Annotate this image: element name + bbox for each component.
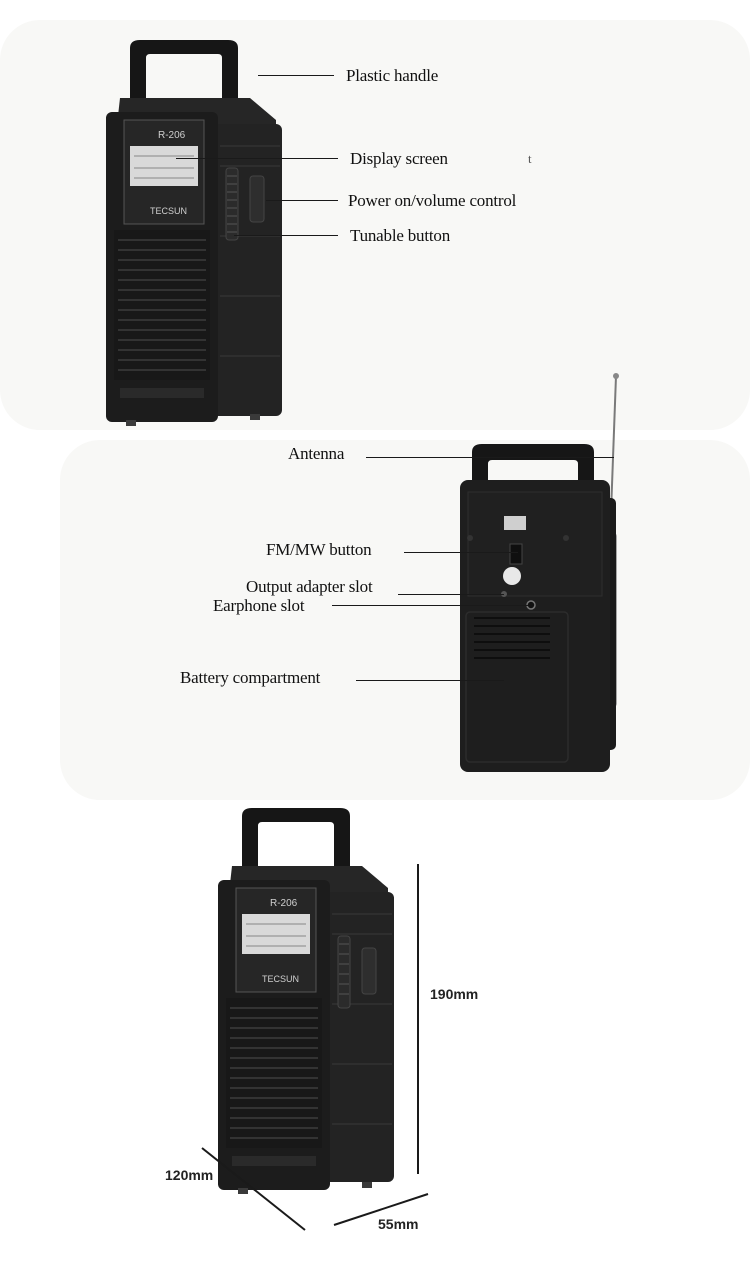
display-leader-line <box>176 158 338 159</box>
earphone-leader-line <box>332 605 528 606</box>
adapter-label: Output adapter slot <box>246 577 373 596</box>
handle-label: Plastic handle <box>346 66 439 85</box>
model-text: R-206 <box>158 130 186 141</box>
brand-text: TECSUN <box>262 974 299 984</box>
tuning-label: Tunable button <box>350 226 450 245</box>
antenna-label: Antenna <box>288 444 345 463</box>
fm-mw-leader-line <box>404 552 518 553</box>
battery-leader-line <box>356 680 504 681</box>
stray-mark: t <box>528 151 532 166</box>
antenna-leader-line <box>366 457 614 458</box>
brand-text: TECSUN <box>150 206 187 216</box>
earphone-label: Earphone slot <box>213 596 305 615</box>
battery-label: Battery compartment <box>180 668 321 687</box>
radio-back-illustration <box>460 373 619 772</box>
display-label: Display screen <box>350 149 448 168</box>
radio-front-illustration: R-206 TECSUN <box>106 40 282 426</box>
handle-leader-line <box>258 75 334 76</box>
fm-mw-label: FM/MW button <box>266 540 372 559</box>
radio-dimension-illustration: R-206 TECSUN <box>218 808 394 1194</box>
model-text: R-206 <box>270 898 298 909</box>
depth-dimension-label: 120mm <box>165 1167 214 1183</box>
tuning-leader-line <box>234 235 338 236</box>
width-dimension-label: 55mm <box>378 1216 419 1232</box>
height-dimension-line <box>417 864 419 1174</box>
power-leader-line <box>266 200 338 201</box>
adapter-leader-line <box>398 594 504 595</box>
height-dimension-label: 190mm <box>430 986 479 1002</box>
background-panel <box>60 440 750 800</box>
power-label: Power on/volume control <box>348 191 517 210</box>
